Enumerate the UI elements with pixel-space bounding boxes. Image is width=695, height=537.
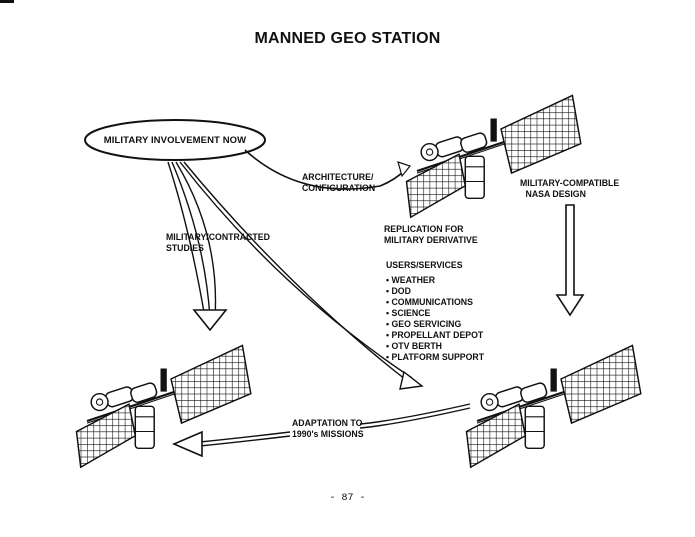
list-item: SCIENCE [386,308,484,319]
replication-line-1: REPLICATION FOR [384,224,464,235]
list-item: WEATHER [386,275,484,286]
arrow-contracted-studies [167,161,206,319]
list-item: COMMUNICATIONS [386,297,484,308]
corner-mark [0,0,14,3]
users-services-list: WEATHER DOD COMMUNICATIONS SCIENCE GEO S… [386,275,484,363]
contracted-studies-line-2: STUDIES [166,243,204,254]
station-right [465,344,642,469]
page-number: - 87 - [329,493,366,504]
military-involvement-oval [84,119,266,161]
list-item: PROPELLANT DEPOT [386,330,484,341]
architecture-label-line-1: ARCHITECTURE/ [302,172,374,183]
list-item: GEO SERVICING [386,319,484,330]
replication-label: REPLICATION FOR MILITARY DERIVATIVE [384,224,478,246]
adaptation-line-1: ADAPTATION TO [292,418,363,429]
arrow-military-compatible [555,204,585,317]
adaptation-label: ADAPTATION TO 1990's MISSIONS [292,418,364,440]
arrow-adaptation [359,403,471,425]
adaptation-line-2: 1990's MISSIONS [292,429,364,440]
list-item: PLATFORM SUPPORT [386,352,484,363]
arrow-architecture [244,149,406,190]
contracted-studies-label: MILITARY/CONTRACTED STUDIES [166,232,270,254]
station-left [75,344,252,469]
military-compatible-line-2: NASA DESIGN [525,189,586,200]
military-compatible-line-1: MILITARY-COMPATIBLE [520,178,620,189]
users-services-block: USERS/SERVICES WEATHER DOD COMMUNICATION… [386,260,484,363]
page-title: MANNED GEO STATION [254,30,441,47]
users-services-heading: USERS/SERVICES [386,260,463,271]
list-item: DOD [386,286,484,297]
architecture-label-line-2: CONFIGURATION [302,183,376,194]
list-item: OTV BERTH [386,341,484,352]
contracted-studies-line-1: MILITARY/CONTRACTED [166,232,270,243]
replication-line-2: MILITARY DERIVATIVE [384,235,478,246]
architecture-label: ARCHITECTURE/ CONFIGURATION [302,172,375,194]
arrow-to-right-station [179,161,413,379]
military-compatible-label: MILITARY-COMPATIBLE NASA DESIGN [520,178,619,200]
military-involvement-label: MILITARY INVOLVEMENT NOW [103,135,247,146]
